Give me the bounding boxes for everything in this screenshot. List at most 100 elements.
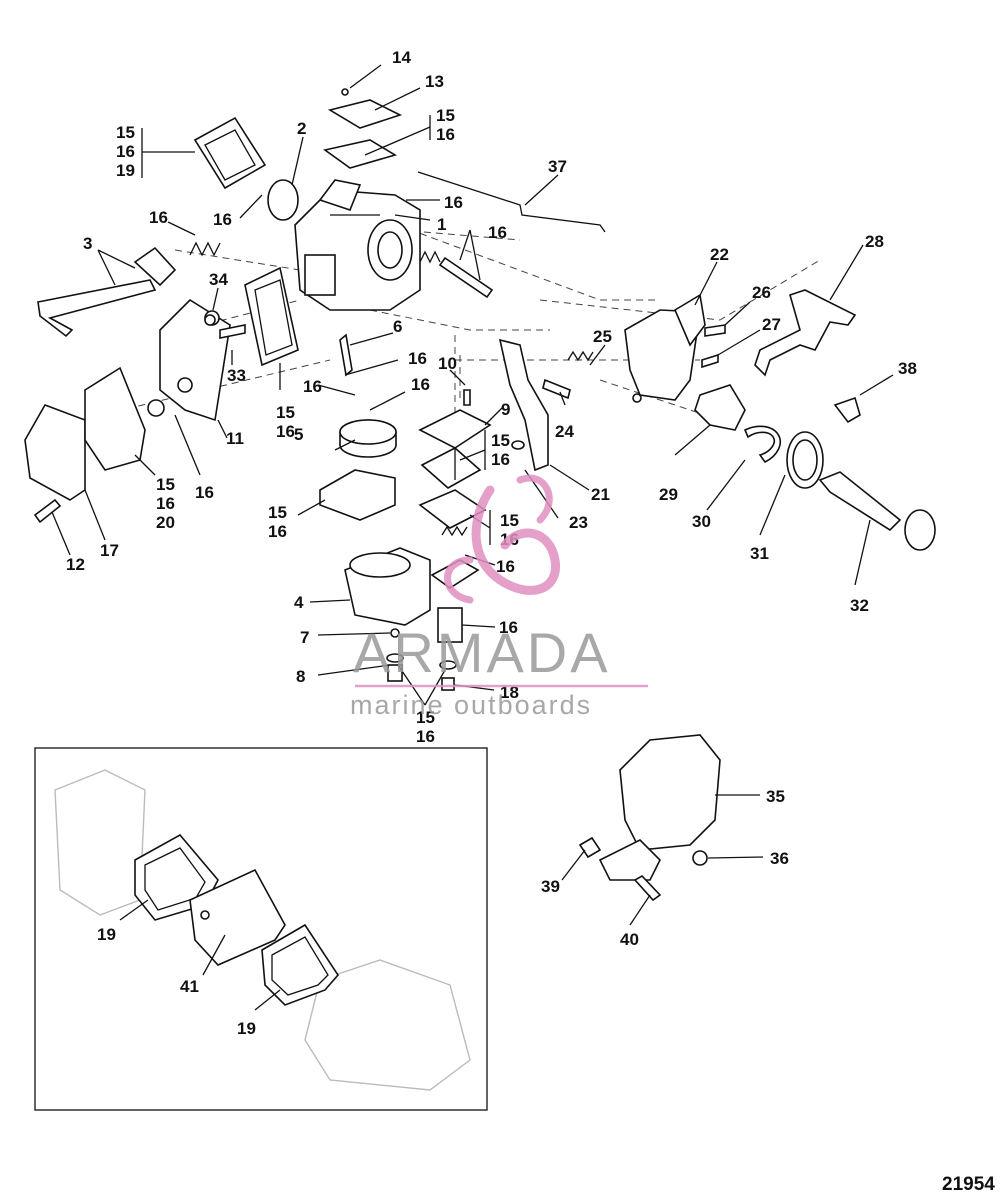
check-valve xyxy=(147,399,165,417)
callout-c30: 30 xyxy=(692,512,711,531)
callout-c13: 13 xyxy=(425,72,444,91)
watermark-brand: ARMADA xyxy=(353,621,611,684)
callout-c16l: 16 xyxy=(195,483,214,502)
float-bowl-gasket xyxy=(319,469,396,521)
callout-c16a: 16 xyxy=(116,142,135,161)
callout-c16i: 16 xyxy=(411,375,430,394)
callout-c39: 39 xyxy=(541,877,560,896)
callout-c10: 10 xyxy=(438,354,457,373)
gasket-middle xyxy=(244,266,299,367)
callout-c16m: 16 xyxy=(156,494,175,513)
callout-c23: 23 xyxy=(569,513,588,532)
callout-c19a: 19 xyxy=(116,161,135,180)
callout-c15h: 15 xyxy=(416,708,435,727)
callout-c16j: 16 xyxy=(491,450,510,469)
callout-c22: 22 xyxy=(710,245,729,264)
pin-6 xyxy=(339,333,353,377)
callout-c16q: 16 xyxy=(499,618,518,637)
callout-c20: 20 xyxy=(156,513,175,532)
float-bowl xyxy=(344,547,431,626)
callout-c5: 5 xyxy=(294,425,303,444)
clip-38 xyxy=(833,396,861,424)
throttle-lever xyxy=(37,246,177,338)
callout-c12: 12 xyxy=(66,555,85,574)
callout-c41: 41 xyxy=(180,977,199,996)
screw-10 xyxy=(463,389,471,406)
callout-c36: 36 xyxy=(770,849,789,868)
bracket xyxy=(624,293,706,403)
top-cover xyxy=(323,88,403,169)
callout-c25: 25 xyxy=(593,327,612,346)
callout-c15b: 15 xyxy=(436,106,455,125)
callout-c19b: 19 xyxy=(97,925,116,944)
callout-c15g: 15 xyxy=(500,511,519,530)
diaphragm-2 xyxy=(267,179,299,221)
idle-screw xyxy=(419,250,494,299)
spring-25 xyxy=(567,350,594,362)
callout-c9: 9 xyxy=(501,400,510,419)
callout-c15d: 15 xyxy=(276,403,295,422)
watermark-tagline: marine outboards xyxy=(350,690,592,720)
enrichener-housing xyxy=(578,734,721,902)
callout-c6: 6 xyxy=(393,317,402,336)
screw-12 xyxy=(33,498,62,524)
callout-c27: 27 xyxy=(762,315,781,334)
callout-c16p: 16 xyxy=(496,557,515,576)
lever-28 xyxy=(754,289,857,377)
callout-c8: 8 xyxy=(296,667,305,686)
callout-c16b: 16 xyxy=(436,125,455,144)
callout-c15f: 15 xyxy=(268,503,287,522)
callout-c15e: 15 xyxy=(156,475,175,494)
callout-c33: 33 xyxy=(227,366,246,385)
gasket-upper-left xyxy=(193,116,267,190)
watermark-logo-icon xyxy=(444,474,560,604)
callout-c16g: 16 xyxy=(408,349,427,368)
callout-c11: 11 xyxy=(226,429,244,448)
callout-c32: 32 xyxy=(850,596,869,615)
callout-c34: 34 xyxy=(209,270,228,289)
main-jet xyxy=(386,628,457,691)
callout-c16k: 16 xyxy=(276,422,295,441)
callout-c29: 29 xyxy=(659,485,678,504)
screw-34-33 xyxy=(204,314,246,339)
spring-left xyxy=(189,241,221,257)
link-rod xyxy=(417,171,606,233)
choke-assembly xyxy=(694,384,936,551)
callout-c31: 31 xyxy=(750,544,769,563)
callout-c37: 37 xyxy=(548,157,567,176)
fuel-pump-body xyxy=(159,298,231,422)
inset-panel xyxy=(34,747,488,1111)
callout-c16c: 16 xyxy=(444,193,463,212)
callout-c16d: 16 xyxy=(213,210,232,229)
callout-c4: 4 xyxy=(294,593,304,612)
pump-cover xyxy=(24,366,146,501)
callout-c16h: 16 xyxy=(303,377,322,396)
callout-c15c: 15 xyxy=(491,431,510,450)
watermark: ARMADA marine outboards xyxy=(350,474,648,720)
callout-c35: 35 xyxy=(766,787,785,806)
callout-c3: 3 xyxy=(83,234,92,253)
cam-lever xyxy=(498,338,571,472)
callout-c16e: 16 xyxy=(488,223,507,242)
diaphragm-assembly xyxy=(418,409,492,537)
callout-c18: 18 xyxy=(500,683,519,702)
figure-number: 21954 xyxy=(942,1174,995,1195)
callout-c26: 26 xyxy=(752,283,771,302)
screws-26-27 xyxy=(701,324,726,369)
callout-c40: 40 xyxy=(620,930,639,949)
callout-c14: 14 xyxy=(392,48,411,67)
callout-c19c: 19 xyxy=(237,1019,256,1038)
callout-c28: 28 xyxy=(865,232,884,251)
carburetor-body xyxy=(294,179,421,311)
callout-c17: 17 xyxy=(100,541,119,560)
callout-c21: 21 xyxy=(591,485,610,504)
callout-c15a: 15 xyxy=(116,123,135,142)
callout-c2: 2 xyxy=(297,119,306,138)
callout-c16n: 16 xyxy=(268,522,287,541)
callout-c7: 7 xyxy=(300,628,309,647)
callout-c16f: 16 xyxy=(149,208,168,227)
float xyxy=(339,419,397,458)
callout-c16r: 16 xyxy=(416,727,435,746)
